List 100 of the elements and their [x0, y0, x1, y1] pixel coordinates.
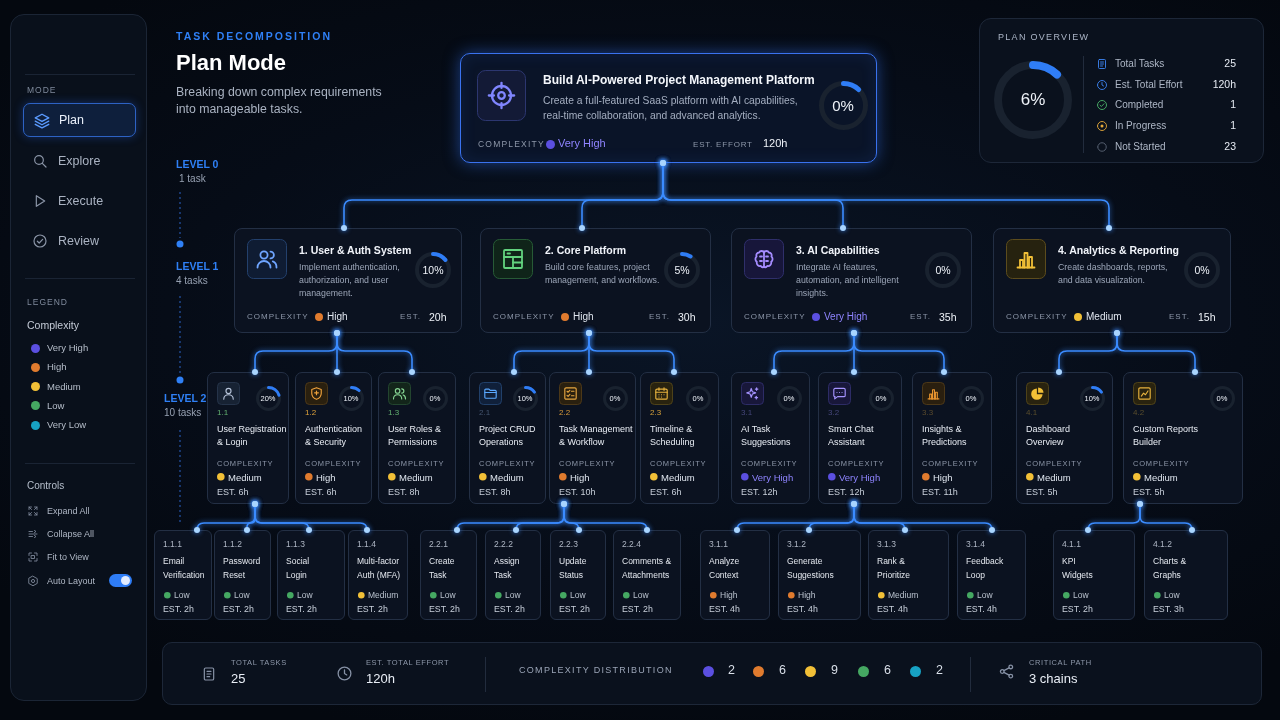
legend-label: Low [47, 399, 65, 411]
connector-line [586, 330, 677, 375]
progress-percent: 0% [1194, 264, 1210, 276]
selected-mode-item: Plan [23, 103, 136, 137]
task-number: 3.1.1 [709, 539, 728, 549]
task-number: 3.1.2 [787, 539, 806, 549]
section-heading: Controls [27, 480, 65, 491]
field-label: EST. [910, 312, 931, 321]
section-eyebrow: TASK DECOMPOSITION [176, 30, 332, 42]
level-label: LEVEL 1 [176, 260, 219, 272]
progress-percent: 0% [832, 96, 854, 114]
complexity-value: Low [633, 590, 649, 600]
task-number: 3.1.3 [877, 539, 896, 549]
progress-percent: 6% [1020, 90, 1046, 110]
effort-estimate: EST. 4h [709, 604, 740, 614]
connector-line [252, 501, 370, 533]
effort-estimate: EST. 6h [305, 487, 337, 497]
stat-value: 120h [1212, 78, 1236, 90]
task-title: AI Task Suggestions [741, 423, 792, 449]
stat-label: Est. Total Effort [1115, 78, 1183, 90]
effort-estimate: EST. 12h [828, 487, 865, 497]
task-title: Assign Task [494, 555, 521, 582]
complexity-value: Low [570, 590, 586, 600]
task-number: 1.1.3 [286, 539, 305, 549]
task-description: Create dashboards, reports, and data visualization. [1058, 261, 1169, 287]
effort-estimate: EST. 4h [787, 604, 818, 614]
complexity-value: High [573, 310, 594, 322]
stat-value: 3 chains [1029, 671, 1078, 686]
effort-estimate: EST. 2h [494, 604, 525, 614]
subtask-card [818, 372, 902, 504]
connector-line [851, 501, 995, 533]
complexity-value: Very High [839, 471, 881, 483]
leaf-task-card [1053, 530, 1135, 620]
connector-line [851, 330, 947, 375]
subtask-card [378, 372, 456, 504]
stat-value: 23 [1224, 140, 1236, 152]
task-title: Password Reset [223, 555, 262, 582]
task-title: 3. AI Capabilities [796, 244, 880, 256]
leaf-task-card [957, 530, 1026, 620]
effort-estimate: EST. 6h [650, 487, 682, 497]
legend-label: Very Low [47, 419, 87, 431]
task-title: User Roles & Permissions [388, 423, 442, 449]
effort-estimate: EST. 11h [922, 487, 958, 497]
complexity-value: Medium [1086, 310, 1122, 322]
leaf-task-card [550, 530, 606, 620]
stat-label: In Progress [1115, 119, 1167, 131]
task-description: Build core features, project management, and workflows. [545, 261, 660, 287]
subtask-card [549, 372, 636, 504]
effort-estimate: EST. 5h [1133, 487, 1165, 497]
effort-estimate: EST. 2h [357, 604, 388, 614]
leaf-task-card [778, 530, 861, 620]
control-item: Fit to View [27, 551, 89, 563]
effort-estimate: EST. 8h [388, 487, 420, 497]
leaf-task-card [348, 530, 408, 620]
task-number: 2.2.2 [494, 539, 513, 549]
effort-estimate: EST. 2h [1062, 604, 1093, 614]
task-number: 2.1 [479, 408, 491, 417]
complexity-value: Low [440, 590, 456, 600]
task-title: 2. Core Platform [545, 244, 627, 256]
subtask-card [731, 372, 810, 504]
progress-percent: 0% [935, 264, 951, 276]
leaf-task-card [154, 530, 212, 620]
stat-value: 25 [1224, 57, 1236, 69]
leaf-task-card [868, 530, 949, 620]
task-number: 2.2 [559, 408, 571, 417]
task-title: 4. Analytics & Reporting [1058, 244, 1179, 256]
field-label: COMPLEXITY [478, 139, 545, 149]
subtask-card [1123, 372, 1243, 504]
effort-estimate: EST. 12h [741, 487, 778, 497]
legend-label: Very High [47, 342, 89, 353]
task-number: 1.1 [217, 408, 229, 417]
task-number: 2.2.1 [429, 539, 448, 549]
task-number: 2.2.3 [559, 539, 578, 549]
task-count: 1 task [179, 173, 206, 184]
task-title: Smart Chat Assistant [828, 423, 875, 449]
complexity-value: Low [174, 590, 190, 600]
mode-item: Review [32, 233, 99, 249]
task-card [731, 228, 972, 333]
task-count: 4 tasks [176, 275, 208, 286]
task-title: KPI Widgets [1062, 555, 1094, 582]
complexity-value: Low [297, 590, 313, 600]
task-description: Implement authentication, authorization, and user management. [299, 261, 401, 300]
complexity-value: Low [977, 590, 993, 600]
connector-line [1137, 501, 1195, 533]
effort-estimate: EST. 2h [622, 604, 653, 614]
plan-overview-panel [979, 18, 1264, 163]
count-value: 6 [884, 663, 891, 677]
leaf-task-card [613, 530, 681, 620]
task-title: Email Verification [163, 555, 206, 582]
control-item: Auto Layout [27, 575, 96, 587]
page-title: Plan Mode [176, 50, 286, 76]
task-number: 3.2 [828, 408, 840, 417]
stat-value: 120h [366, 671, 395, 686]
complexity-value: High [933, 471, 953, 483]
task-title: Comments & Attachments [622, 555, 673, 582]
task-title: User Registration & Login [217, 423, 287, 449]
section-label: COMPLEXITY DISTRIBUTION [519, 665, 673, 675]
task-number: 4.1.2 [1153, 539, 1172, 549]
task-number: 1.2 [305, 408, 317, 417]
field-label: COMPLEXITY [493, 312, 555, 321]
